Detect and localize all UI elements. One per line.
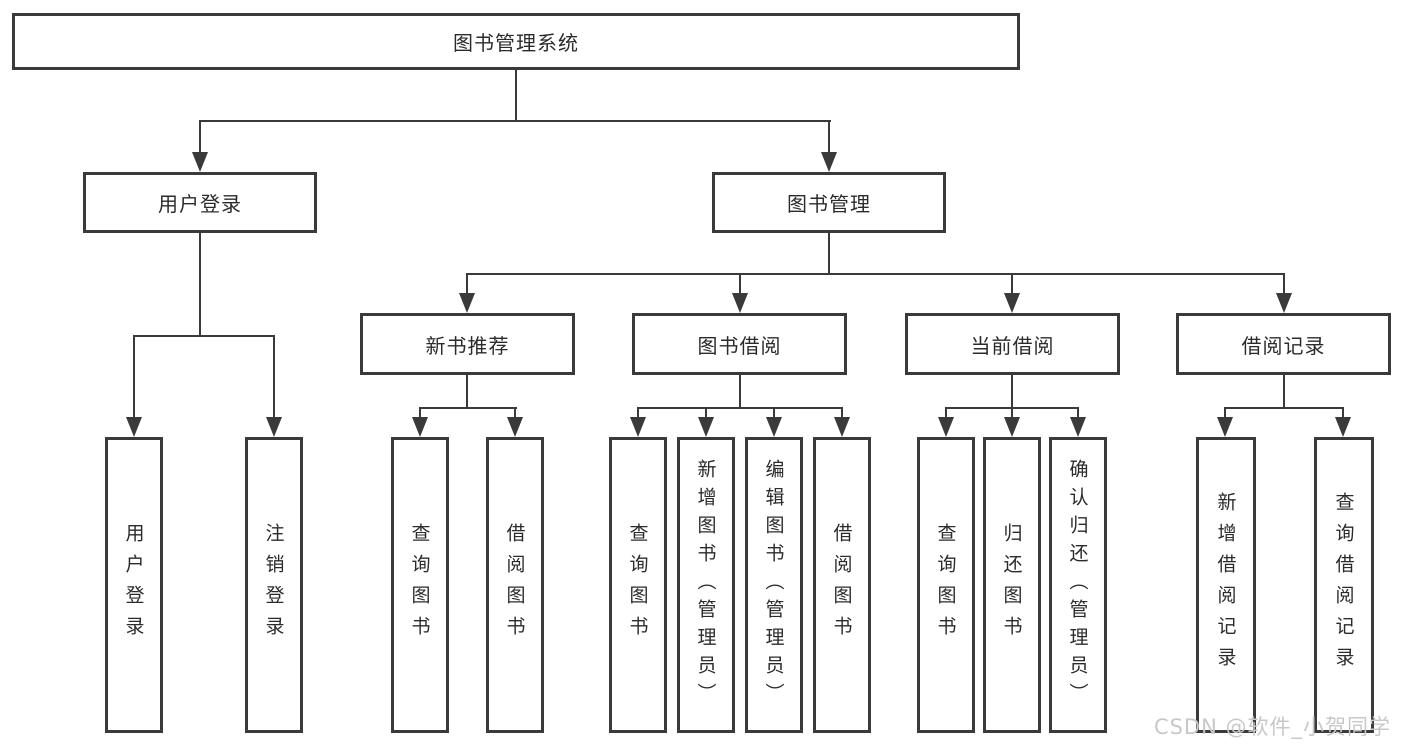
leaf-label: 用户登录 [122,523,145,647]
node-book-management-group: 图书管理 [712,172,946,233]
leaf-label: 查询图书 [408,523,431,647]
node-label: 图书管理系统 [453,31,579,55]
arrowhead-leaf-logout [266,417,282,437]
connector-shaft-borrow-records [1283,273,1285,295]
connector-book-borrow-stub [739,375,741,407]
arrowhead-to-book-management [821,152,837,172]
arrowhead-current-borrow [1004,293,1020,313]
leaf-label: 借阅图书 [503,523,526,647]
connector-root-branch [199,120,831,122]
leaf-query-books-borrow: 查询图书 [609,437,667,733]
arrowhead-leaf-borrow-books-recommend [507,417,523,437]
leaf-add-books-admin: 新增图书（管理员） [677,437,735,733]
connector-shaft [637,407,639,419]
leaf-query-books-recommend: 查询图书 [391,437,449,733]
arrowhead-leaf-query-books-borrow [630,417,646,437]
connector-shaft [945,407,947,419]
connector-shaft [419,407,421,419]
leaf-label: 查询借阅记录 [1332,492,1355,678]
leaf-logout-login: 注销登录 [245,437,303,733]
connector-shaft-book-borrow [739,273,741,295]
node-label: 图书借阅 [697,333,782,358]
leaf-label: 借阅图书 [830,523,853,647]
node-label: 图书管理 [787,192,871,216]
leaf-confirm-return-admin: 确认归还（管理员） [1049,437,1107,733]
connector-current-borrow-stub [1011,375,1013,407]
arrowhead-leaf-add-borrow-record [1217,417,1233,437]
connector-root-to-book-management-shaft [828,120,830,154]
arrowhead-leaf-return-books [1004,417,1020,437]
connector-shaft [1224,407,1226,419]
node-user-login-group: 用户登录 [83,172,317,233]
node-book-borrow: 图书借阅 [632,313,847,375]
node-library-management-system: 图书管理系统 [12,13,1020,70]
node-borrow-records: 借阅记录 [1176,313,1391,375]
arrowhead-leaf-borrow-books [834,417,850,437]
leaf-borrow-books-borrow: 借阅图书 [813,437,871,733]
leaf-return-books: 归还图书 [983,437,1041,733]
leaf-query-books-current: 查询图书 [917,437,975,733]
leaf-label: 查询图书 [934,523,957,647]
connector-shaft [841,407,843,419]
connector-book-management-branch [466,273,1285,275]
arrowhead-leaf-add-books [698,417,714,437]
connector-shaft [705,407,707,419]
connector-book-borrow-branch [637,407,843,409]
connector-shaft-leaf-user-login [133,335,135,419]
node-label: 当前借阅 [970,333,1055,358]
arrowhead-leaf-confirm-return [1070,417,1086,437]
connector-shaft [1342,407,1344,419]
leaf-edit-books-admin: 编辑图书（管理员） [745,437,803,733]
arrowhead-book-borrow [732,293,748,313]
leaf-label: 新增借阅记录 [1214,492,1237,678]
node-new-book-recommend: 新书推荐 [360,313,575,375]
arrowhead-leaf-edit-books [766,417,782,437]
connector-borrow-records-stub [1283,375,1285,407]
connector-shaft [1011,407,1013,419]
node-label: 借阅记录 [1241,333,1326,358]
leaf-label: 确认归还（管理员） [1066,459,1089,711]
connector-recommend-stub [466,375,468,407]
leaf-borrow-books-recommend: 借阅图书 [486,437,544,733]
arrowhead-leaf-query-borrow-record [1335,417,1351,437]
node-label: 用户登录 [158,192,242,216]
connector-shaft [1077,407,1079,419]
connector-root-to-user-login-shaft [199,120,201,154]
arrowhead-new-book-recommend [459,293,475,313]
arrowhead-leaf-query-books-current [938,417,954,437]
connector-shaft-new-book-recommend [466,273,468,295]
leaf-label: 注销登录 [262,523,285,647]
connector-recommend-branch [419,407,517,409]
arrowhead-borrow-records [1276,293,1292,313]
connector-shaft-leaf-logout [273,335,275,419]
leaf-query-borrow-record: 查询借阅记录 [1314,437,1374,733]
connector-shaft [773,407,775,419]
csdn-watermark: CSDN @软件_小贺同学 [1153,715,1391,739]
leaf-add-borrow-record: 新增借阅记录 [1196,437,1256,733]
leaf-user-login: 用户登录 [105,437,163,733]
connector-shaft [514,407,516,419]
node-current-borrow: 当前借阅 [905,313,1120,375]
connector-shaft-current-borrow [1011,273,1013,295]
arrowhead-to-user-login [192,152,208,172]
connector-book-management-stub [828,233,830,273]
leaf-label: 新增图书（管理员） [694,459,717,711]
arrowhead-leaf-user-login [126,417,142,437]
arrowhead-leaf-query-books-recommend [412,417,428,437]
node-label: 新书推荐 [425,333,510,358]
leaf-label: 编辑图书（管理员） [762,459,785,711]
connector-user-login-stub [199,233,201,335]
connector-user-login-branch [133,335,275,337]
leaf-label: 归还图书 [1000,523,1023,647]
leaf-label: 查询图书 [626,523,649,647]
connector-borrow-records-branch [1224,407,1344,409]
connector-root-stub [515,70,517,120]
